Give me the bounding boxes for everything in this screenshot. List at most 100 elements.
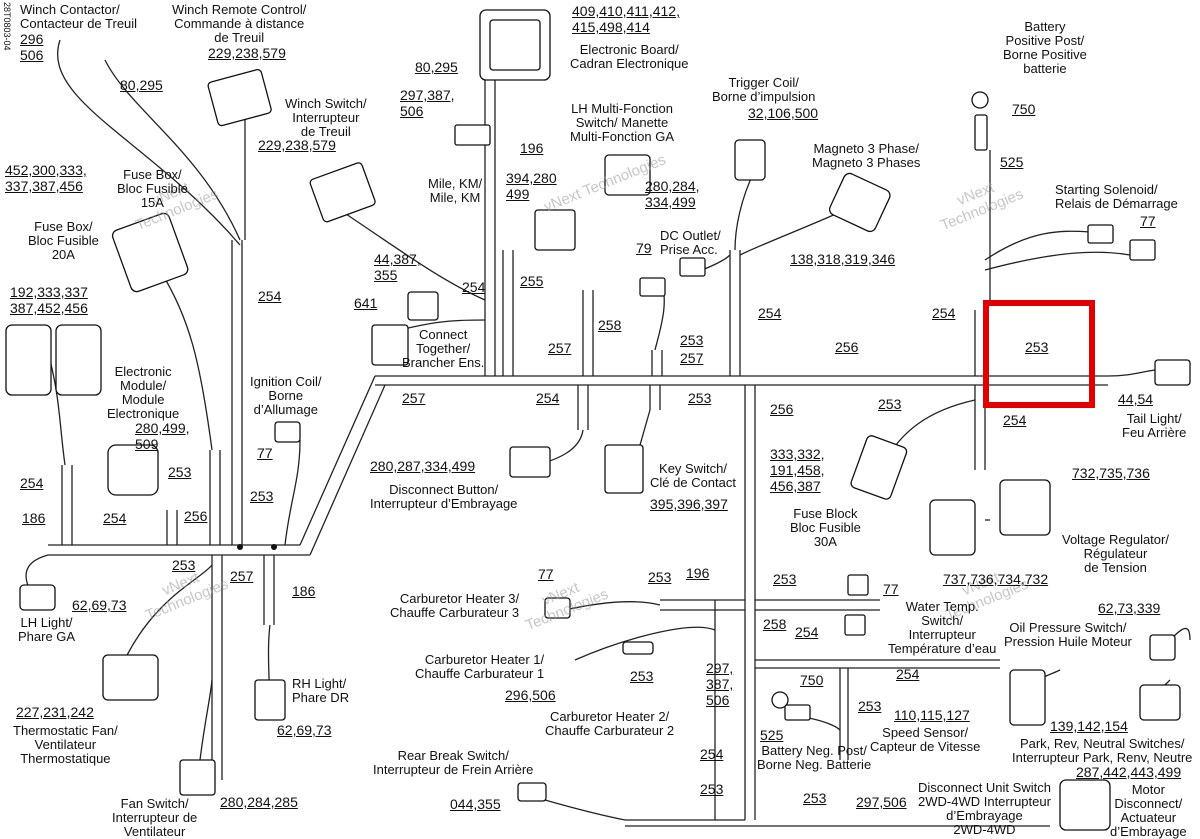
- connect-together-wires: 44,387,355: [374, 251, 421, 283]
- highlight-box: [983, 300, 1095, 408]
- lh-light-label: LH Light/Phare GA: [18, 615, 76, 644]
- winch-remote-label: Winch Remote Control/Commande à distance…: [172, 2, 307, 45]
- wire-label: 257: [680, 350, 704, 366]
- wire-label: 253: [250, 488, 274, 504]
- mile-km-wires: 297,387,506: [400, 87, 455, 119]
- mile-km-label: Mile, KM/Mile, KM: [428, 176, 483, 205]
- mile-km-wire: 80,295: [415, 59, 458, 75]
- dc-outlet-label: DC Outlet/Prise Acc.: [660, 228, 721, 257]
- fuse-15-wires: 452,300,333,337,387,456: [5, 162, 87, 194]
- battery-neg-wire-750: 750: [800, 672, 824, 688]
- starting-solenoid-label: Starting Solenoid/Relais de Démarrage: [1055, 182, 1178, 211]
- wire-label: 254: [462, 279, 486, 295]
- carb-heater3-wire: 77: [538, 566, 554, 582]
- wire-label: 253: [168, 464, 192, 480]
- wire-label: 196: [686, 565, 710, 581]
- winch-switch-wires: 229,238,579: [258, 137, 336, 153]
- battery-wire-525: 525: [1000, 154, 1024, 170]
- battery-positive-wire: 750: [1012, 101, 1036, 117]
- wire-label: 253: [803, 790, 827, 806]
- carb-heater2-label: Carburetor Heater 2/Chauffe Carburateur …: [545, 709, 675, 738]
- trigger-coil-label: Trigger Coil/Borne d’impulsion: [712, 75, 816, 104]
- wire-label: 256: [770, 401, 794, 417]
- disconnect-unit-wires: 297,506: [856, 794, 907, 810]
- disconnect-button-wires: 280,287,334,499: [370, 458, 476, 474]
- rh-light-label: RH Light/Phare DR: [292, 676, 350, 705]
- rear-brake-label: Rear Break Switch/Interrupteur de Frein …: [373, 748, 534, 777]
- highlight-wire-label: 253: [1025, 339, 1049, 355]
- dc-outlet-wire: 79: [636, 240, 652, 256]
- wire-label: 258: [598, 317, 622, 333]
- thermostatic-fan-wires: 227,231,242: [16, 704, 94, 720]
- wire-label: 254: [896, 666, 920, 682]
- wire-label: 254: [103, 510, 127, 526]
- lh-light-wires: 62,69,73: [72, 597, 127, 613]
- wire-label: 253: [630, 668, 654, 684]
- wire-label: 255: [520, 273, 544, 289]
- electronic-module-wires: 280,499,509: [135, 420, 190, 452]
- winch-remote-wires: 229,238,579: [208, 45, 286, 61]
- wire-label: 254: [536, 390, 560, 406]
- wire-label: 186: [292, 583, 316, 599]
- tail-light-wires: 44,54: [1118, 391, 1154, 407]
- voltage-regulator-wires-b: 737,736,734,732: [943, 571, 1049, 587]
- wire-label: 253: [172, 557, 196, 573]
- wire-label: 253: [858, 698, 882, 714]
- lh-multifunction-wires-b: 280,284,334,499: [645, 178, 700, 210]
- magneto-wires: 138,318,319,346: [790, 251, 896, 267]
- wire-label: 254: [258, 288, 282, 304]
- carb-heater2-wires: 297,387,506: [706, 660, 734, 708]
- wire-label: 253: [688, 390, 712, 406]
- oil-pressure-label: Oil Pressure Switch/Pression Huile Moteu…: [1004, 620, 1132, 649]
- trigger-coil-wires: 32,106,500: [748, 105, 819, 121]
- park-rev-wires: 139,142,154: [1050, 718, 1128, 734]
- speed-sensor-wires: 110,115,127: [894, 707, 970, 723]
- disconnect-button-label: Disconnect Button/Interrupteur d’Embraya…: [370, 482, 518, 511]
- rear-brake-wires: 044,355: [450, 796, 501, 812]
- voltage-regulator-wires-a: 732,735,736: [1072, 465, 1150, 481]
- junction-dots: [237, 544, 277, 550]
- wire-label: 80,295: [120, 77, 163, 93]
- electronic-board-wires: 409,410,411,412,415,498,414: [572, 3, 680, 35]
- wire-label: 253: [773, 571, 797, 587]
- park-rev-label: Park, Rev, Neutral Switches/Interrupteur…: [1012, 736, 1193, 765]
- wire-label: 253: [700, 781, 724, 797]
- mile-km-wire-196: 196: [520, 140, 544, 156]
- carb-heater1-wires: 296,506: [505, 687, 556, 703]
- wire-label: 256: [835, 339, 859, 355]
- key-switch-label: Key Switch/Clé de Contact: [650, 461, 736, 490]
- connect-together-wire-641: 641: [354, 295, 378, 311]
- speed-sensor-label: Speed Sensor/Capteur de Vitesse: [870, 725, 981, 754]
- carb-heater1-label: Carburetor Heater 1/Chauffe Carburateur …: [415, 652, 545, 681]
- electronic-board-label: Electronic Board/Cadran Electronique: [570, 42, 689, 71]
- wire-label: 256: [184, 508, 208, 524]
- wire-label: 253: [878, 396, 902, 412]
- magneto-label: Magneto 3 Phase/Magneto 3 Phases: [812, 141, 921, 170]
- wire-label: 254: [795, 624, 819, 640]
- ignition-coil-wire: 77: [257, 445, 273, 461]
- battery-neg-label: Battery Neg. Post/Borne Neg. Batterie: [757, 743, 872, 772]
- connector-shapes: [5, 9, 1191, 831]
- wire-label: 257: [548, 340, 572, 356]
- carb-heater3-label: Carburetor Heater 3/Chauffe Carburateur …: [390, 591, 520, 620]
- wire-label: 258: [763, 616, 787, 632]
- document-code: 28T0803-04: [2, 2, 12, 51]
- wire-label: 254: [932, 305, 956, 321]
- battery-neg-wire-525: 525: [760, 727, 784, 743]
